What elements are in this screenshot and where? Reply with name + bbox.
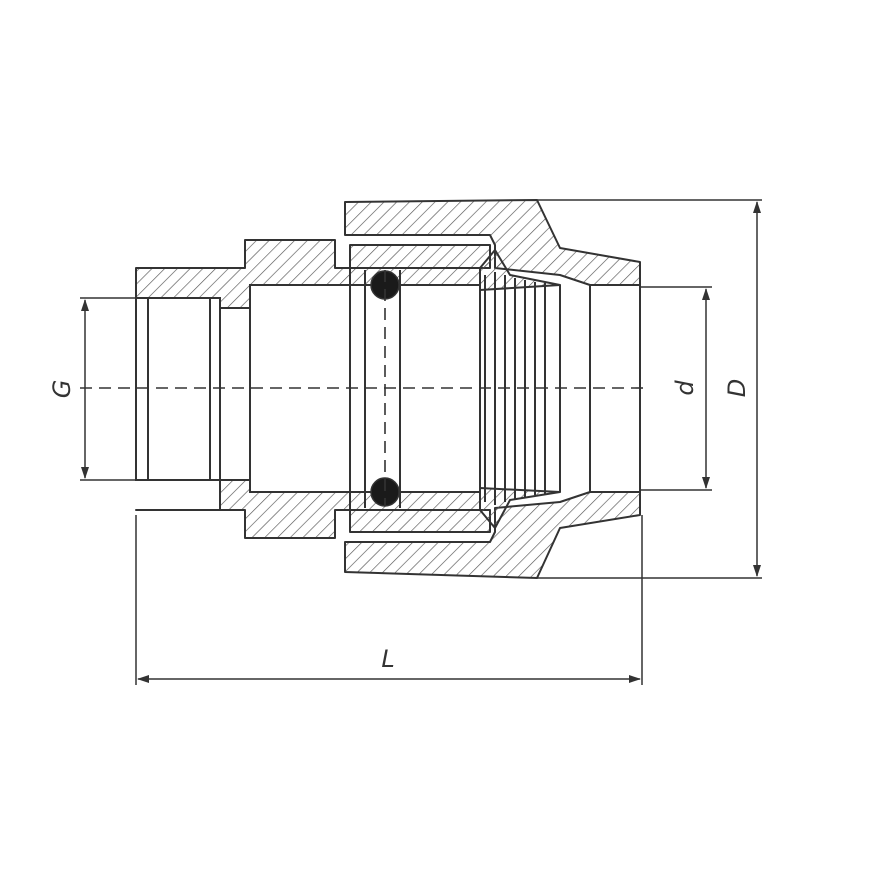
dimension-lines [80,199,762,685]
sleeve-top [349,244,491,269]
nut-top [344,199,641,286]
left-bore [135,297,221,481]
dim-L-label: L [381,645,394,673]
center-lines [80,270,645,505]
dim-d-label: d [671,380,699,396]
sleeve-bottom [349,509,491,533]
dim-D-label: D [723,379,751,397]
dim-G-label: G [48,380,76,399]
o-ring-seals [370,270,400,507]
sleeve-top-inner [349,267,481,286]
sleeve-bottom-inner [349,491,481,511]
nut-bottom [344,491,641,579]
fitting-section [135,199,641,579]
o-ring-bottom [370,477,400,507]
body-left-bottom [135,479,351,539]
